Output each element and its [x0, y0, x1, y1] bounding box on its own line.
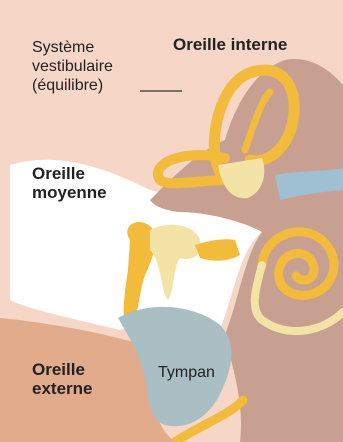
inner-ear-label: Oreille interne — [173, 35, 287, 54]
vestibular-label-line-2: vestibulaire — [32, 57, 152, 76]
middle-ear-label-line-2: moyenne — [32, 183, 152, 202]
vestibular-label-line-3: (équilibre) — [32, 76, 152, 95]
outer-ear-label-line-2: externe — [32, 379, 152, 398]
eardrum-label: Tympan — [158, 363, 215, 382]
vestibular-system-label: Système vestibulaire (équilibre) — [32, 38, 152, 95]
outer-ear-label: Oreille externe — [32, 360, 152, 398]
middle-ear-label: Oreille moyenne — [32, 164, 152, 202]
vestibular-label-line-1: Système — [32, 38, 152, 57]
middle-ear-label-line-1: Oreille — [32, 164, 152, 183]
outer-ear-label-line-1: Oreille — [32, 360, 152, 379]
